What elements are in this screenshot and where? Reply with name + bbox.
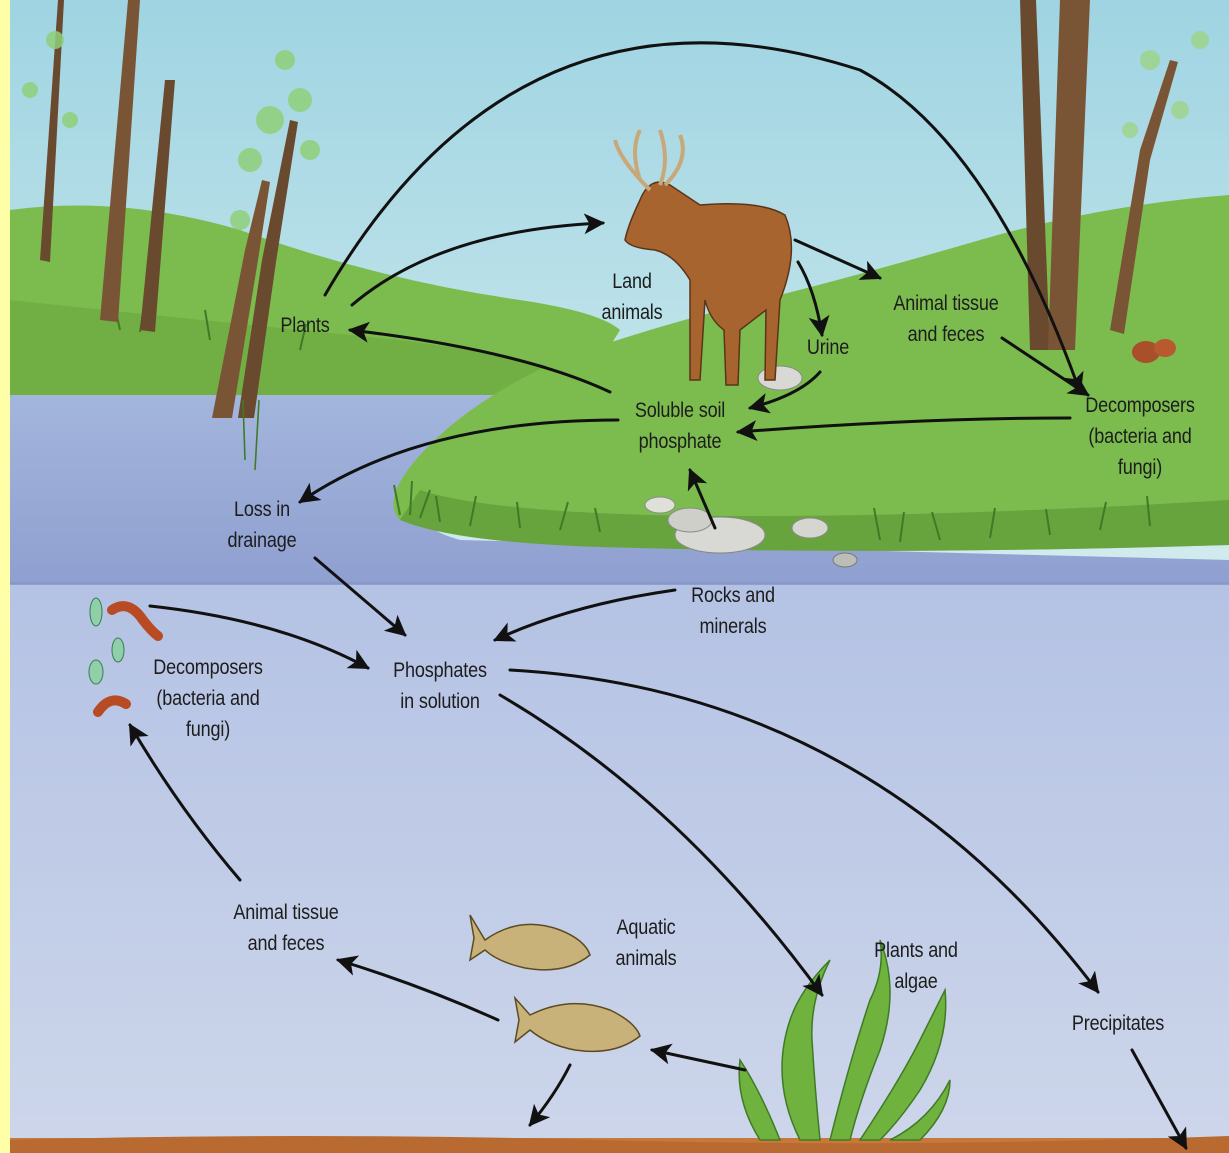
label-loss-in-drainage: Loss indrainage	[228, 494, 297, 556]
label-animal-tissue-land: Animal tissueand feces	[893, 288, 998, 350]
label-animal-tissue-water: Animal tissueand feces	[233, 897, 338, 959]
label-precipitates: Precipitates	[1072, 1008, 1164, 1039]
label-land-animals: Landanimals	[601, 266, 662, 328]
label-plants: Plants	[280, 310, 329, 341]
label-soluble-soil-phosphate: Soluble soilphosphate	[635, 395, 725, 457]
label-plants-and-algae: Plants andalgae	[874, 935, 958, 997]
label-urine: Urine	[807, 332, 849, 363]
label-phosphates-in-solution: Phosphatesin solution	[393, 655, 487, 717]
label-decomposers-water: Decomposers(bacteria andfungi)	[153, 652, 263, 745]
label-rocks-and-minerals: Rocks andminerals	[691, 580, 775, 642]
label-decomposers-land: Decomposers(bacteria andfungi)	[1085, 390, 1195, 483]
label-aquatic-animals: Aquaticanimals	[615, 912, 676, 974]
